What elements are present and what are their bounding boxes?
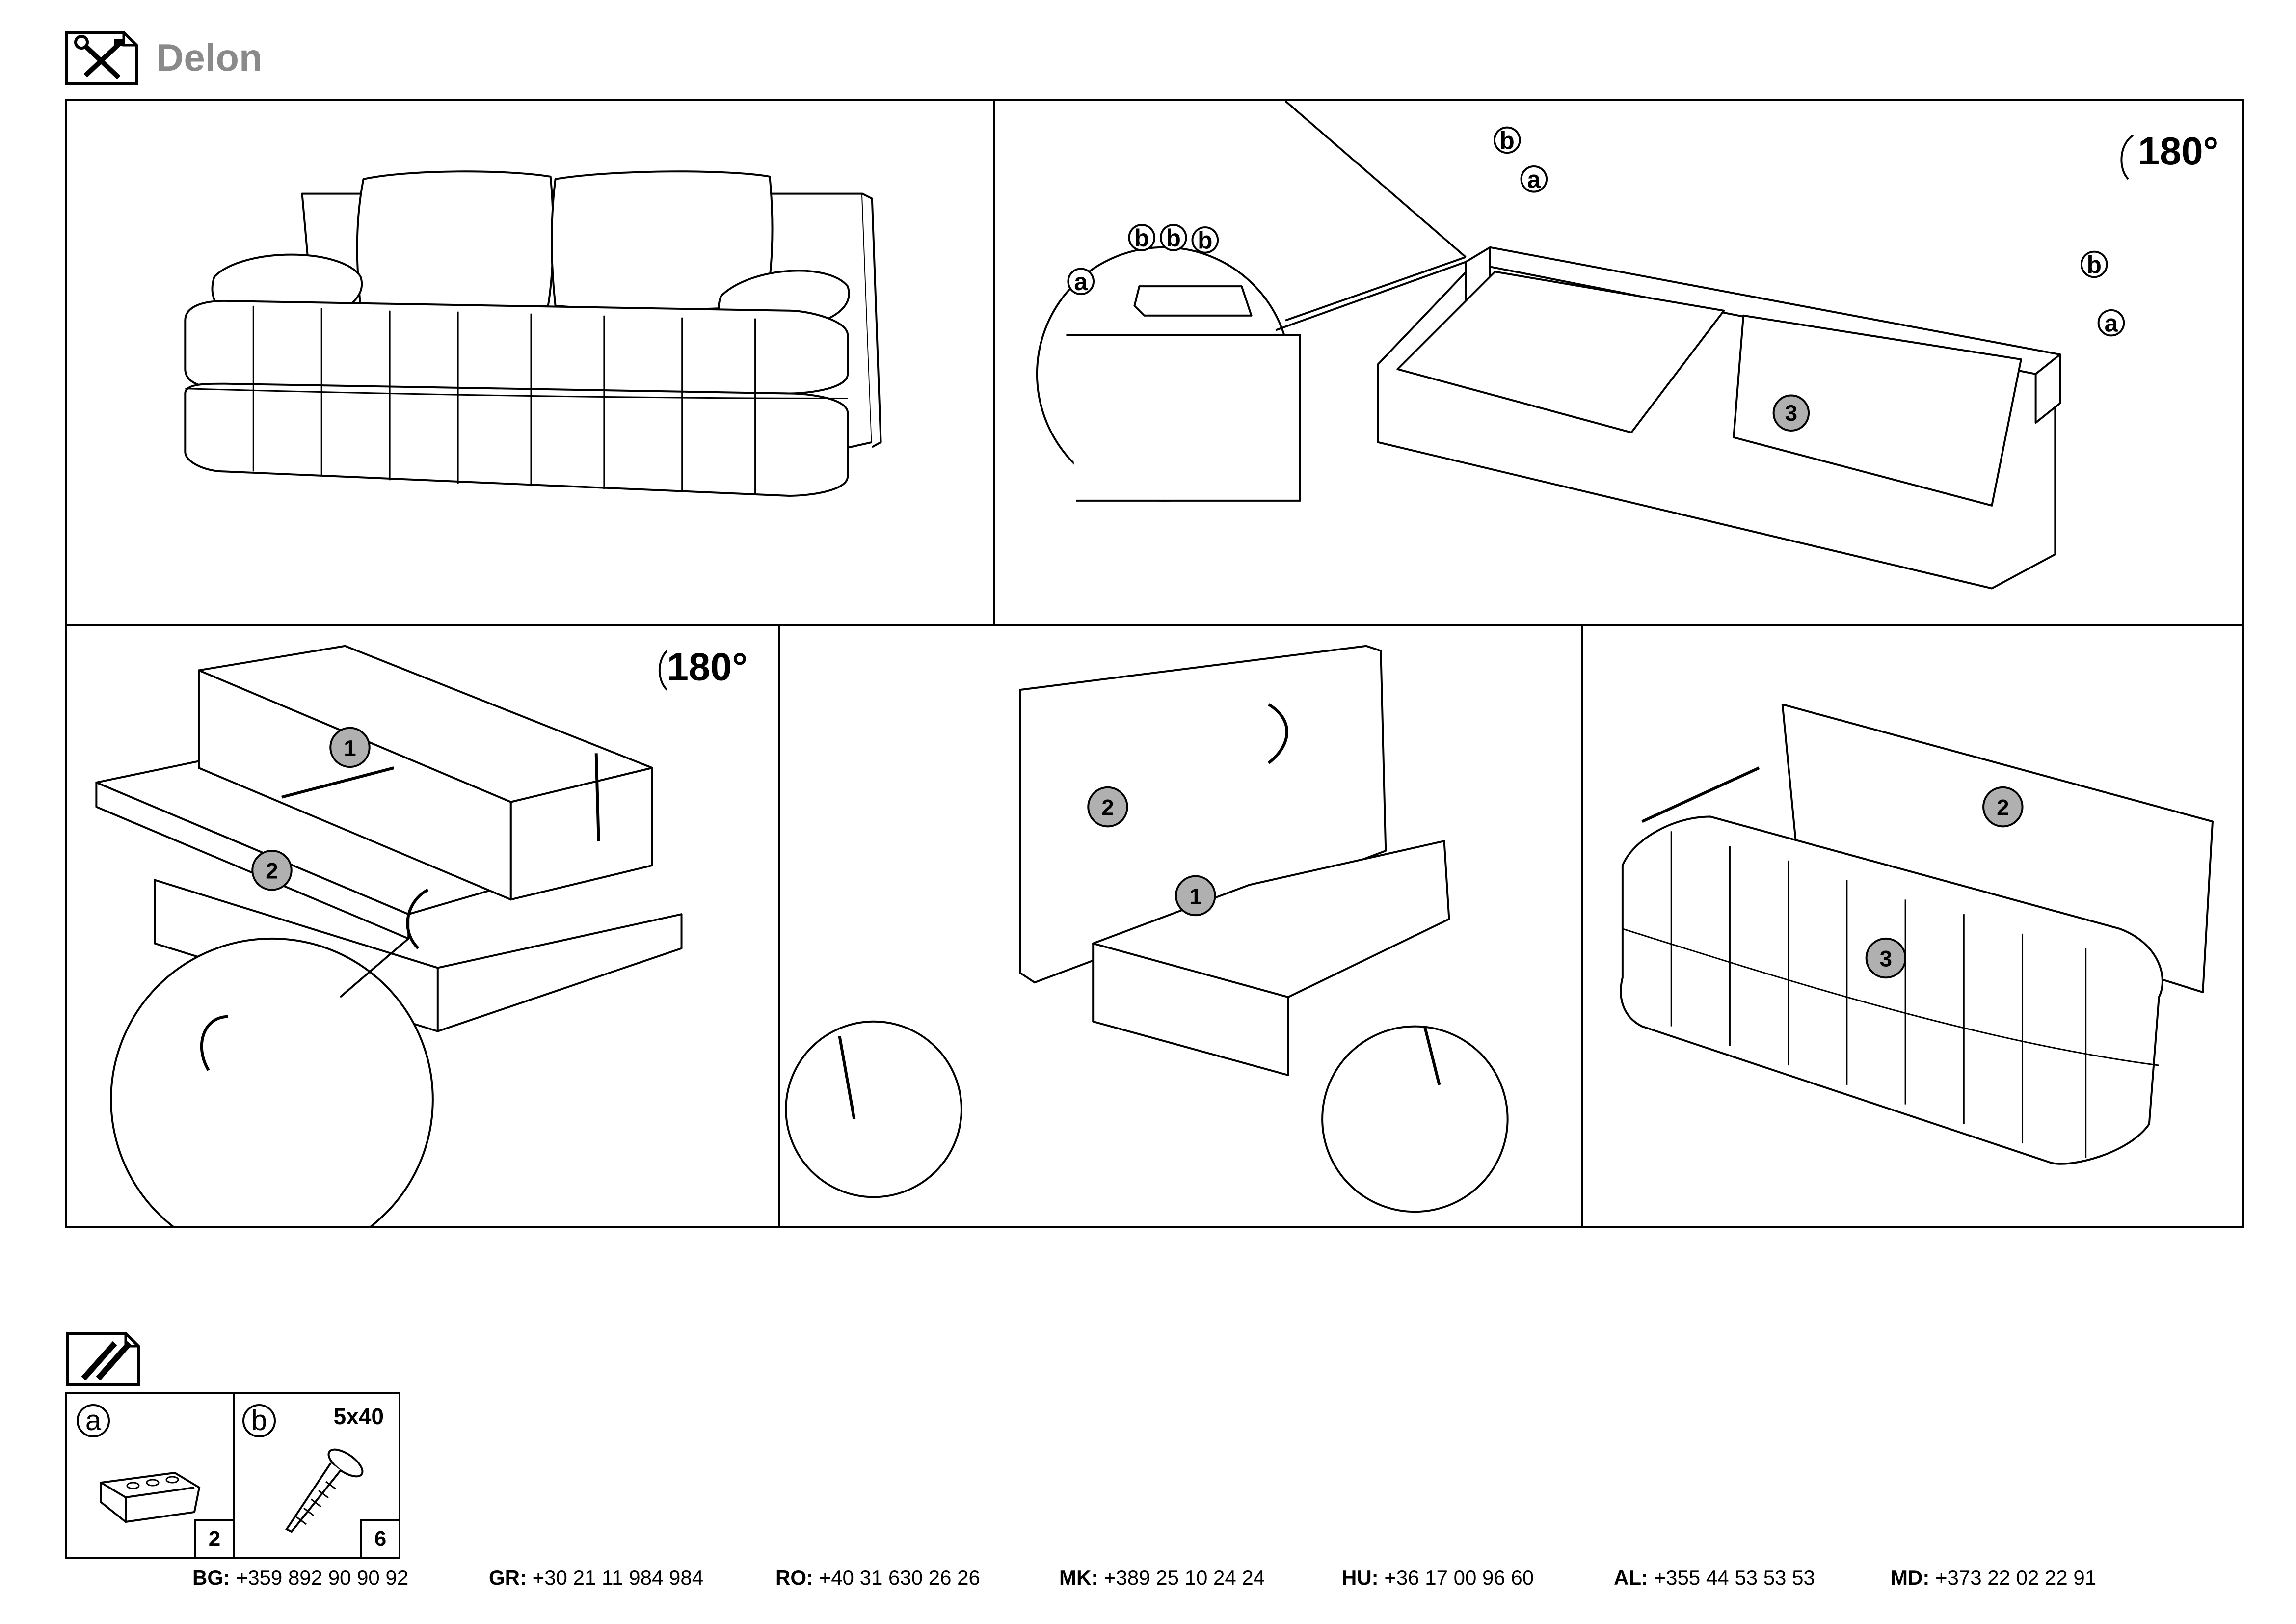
badge-circle <box>251 850 293 891</box>
label-b: b <box>1134 224 1149 252</box>
rotate-arrow-icon <box>658 650 668 691</box>
phone-number: +30 21 11 984 984 <box>532 1566 704 1589</box>
step-4-panel: 2 1 <box>778 624 1583 1228</box>
quantity-label: 6 <box>360 1519 399 1557</box>
step-badge: 3 <box>1785 401 1797 426</box>
arrow-icon <box>1641 766 1760 823</box>
rotation-label: 180° <box>667 645 748 688</box>
quantity-label: 2 <box>194 1519 233 1557</box>
step-badge: 2 <box>1997 795 2009 820</box>
phone-number: +359 892 90 90 92 <box>236 1566 409 1589</box>
country-code: GR: <box>489 1566 527 1589</box>
frame-drawing: a b b b b a b a 3 180° <box>1036 101 2218 590</box>
contact-gr: GR: +30 21 11 984 984 <box>489 1566 703 1590</box>
label-b: b <box>1500 127 1515 154</box>
label-a: a <box>2105 309 2118 337</box>
page-title: Delon <box>156 36 263 79</box>
phone-number: +36 17 00 96 60 <box>1384 1566 1534 1589</box>
phone-number: +355 44 53 53 53 <box>1654 1566 1815 1589</box>
part-b-cell: b 5x40 6 <box>233 1394 399 1557</box>
country-code: HU: <box>1342 1566 1379 1589</box>
label-a: a <box>1074 268 1088 296</box>
step-2-panel: a b b b b a b a 3 180° <box>993 99 2244 626</box>
country-code: AL: <box>1614 1566 1648 1589</box>
badge-circle <box>1087 786 1128 828</box>
step-3-panel: 1 2 180° <box>65 624 780 1228</box>
label-b: b <box>1198 227 1212 254</box>
phone-number: +40 31 630 26 26 <box>819 1566 980 1589</box>
part-a-cell: a 2 <box>67 1394 235 1557</box>
step-badge: 2 <box>266 859 278 884</box>
step-badge: 1 <box>344 735 356 760</box>
contact-ro: RO: +40 31 630 26 26 <box>775 1566 980 1590</box>
label-b: b <box>1166 224 1181 252</box>
screw-icon <box>285 1448 364 1533</box>
country-code: MD: <box>1891 1566 1930 1589</box>
country-code: MK: <box>1059 1566 1098 1589</box>
contact-mk: MK: +389 25 10 24 24 <box>1059 1566 1265 1590</box>
part-letter: a <box>77 1404 110 1437</box>
badge-circle <box>1865 937 1907 979</box>
hinge-drawing: 2 1 <box>785 645 1509 1213</box>
country-code: BG: <box>192 1566 230 1589</box>
step-1-panel <box>65 99 995 626</box>
step-badge: 3 <box>1880 946 1892 971</box>
country-code: RO: <box>775 1566 813 1589</box>
rotation-label: 180° <box>2138 129 2218 173</box>
tools-icon <box>65 30 138 85</box>
part-letter: b <box>242 1404 276 1437</box>
label-b: b <box>2087 251 2102 278</box>
parts-icon <box>66 1331 140 1386</box>
label-a: a <box>1527 166 1541 193</box>
phone-number: +389 25 10 24 24 <box>1103 1566 1265 1589</box>
phone-number: +373 22 02 22 91 <box>1935 1566 2097 1589</box>
contact-bg: BG: +359 892 90 90 92 <box>192 1566 408 1590</box>
contact-md: MD: +373 22 02 22 91 <box>1891 1566 2096 1590</box>
sofa-drawing <box>184 170 882 497</box>
contact-al: AL: +355 44 53 53 53 <box>1614 1566 1815 1590</box>
contact-bar: BG: +359 892 90 90 92 GR: +30 21 11 984 … <box>0 1566 2296 1596</box>
parts-list: a 2 b 5x40 6 <box>65 1392 400 1559</box>
badge-circle <box>1175 875 1216 917</box>
screw-size-label: 5x40 <box>333 1404 384 1429</box>
foot-block-icon <box>100 1471 201 1523</box>
backrest-detach-drawing: 1 2 180° <box>95 645 748 1226</box>
contact-hu: HU: +36 17 00 96 60 <box>1342 1566 1534 1590</box>
step-badge: 2 <box>1101 795 1114 820</box>
step-5-panel: 2 3 <box>1581 624 2244 1228</box>
badge-circle <box>1772 394 1810 432</box>
badge-circle <box>1982 786 2024 828</box>
seat-drawing: 2 3 <box>1620 703 2214 1165</box>
badge-circle <box>329 727 371 768</box>
rotate-arrow-icon <box>2120 134 2134 180</box>
step-badge: 1 <box>1189 884 1201 909</box>
